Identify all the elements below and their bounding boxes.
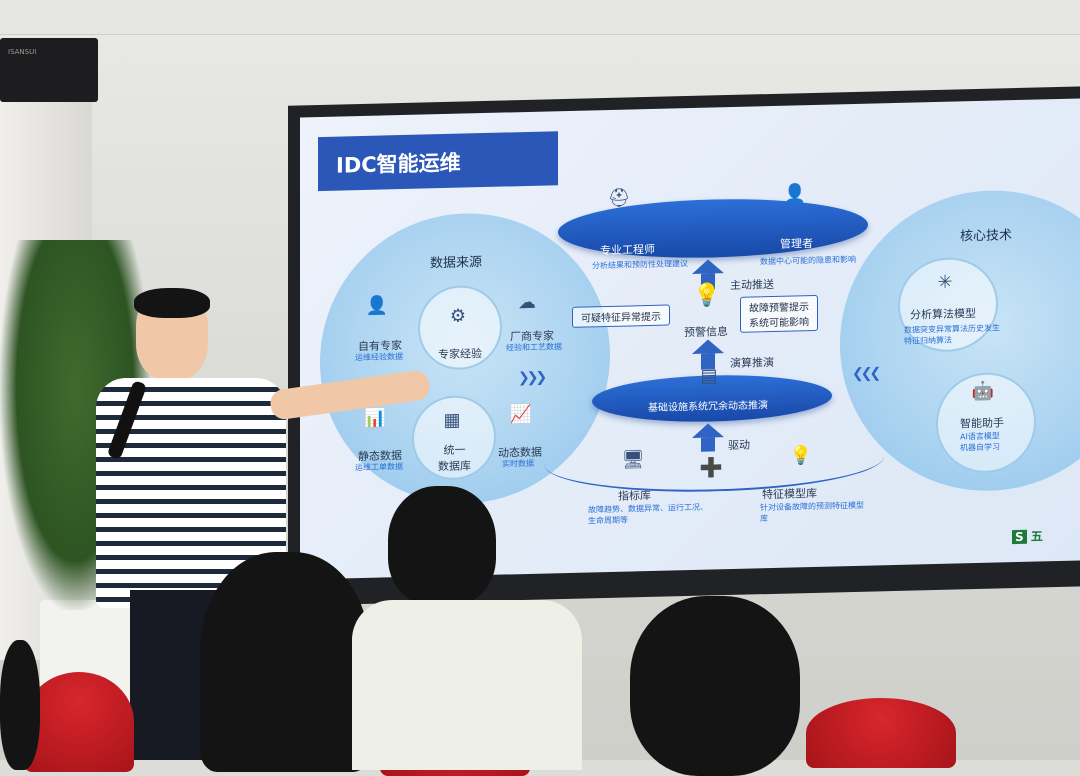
top-right-label: 管理者 [780,236,813,251]
source-sub-3: 运维工单数据 [355,462,403,473]
slide-title: IDC智能运维 [336,150,461,178]
arrow-up-icon [692,259,724,274]
tag-left: 可疑特征异常提示 [572,304,670,328]
manager-icon: 👤 [783,183,807,205]
data-sources-heading: 数据来源 [430,255,483,272]
chevron-right-icon: ❯❯❯ [518,369,545,387]
arrow-up-icon [692,339,724,354]
monitor-icon: 🖥 [621,449,645,471]
lightbulb-icon: 💡 [693,283,721,309]
mid-disc-label: 基础设施系统冗余动态推演 [648,400,768,415]
logo-text: 五 [1030,529,1043,544]
network-icon: ✳ [937,271,953,293]
audience-head [0,640,40,770]
infer-label: 演算推演 [730,355,774,371]
feature-sub: 针对设备故障的预测特征模型库 [760,500,864,524]
source-label-4: 统一 数据库 [438,443,471,474]
audience-seat [24,672,134,772]
bulb-gear-icon: 💡 [789,445,813,467]
indicator-label: 指标库 [618,488,651,503]
line-chart-icon: 📈 [509,403,533,426]
push-label: 主动推送 [730,277,774,293]
plus-icon: ✚ [699,451,723,485]
person-icon: 👤 [365,295,389,317]
expert-ring-icon: ⚙ [449,305,467,327]
audience-head [388,486,496,606]
assistant-label: 智能助手 [960,416,1004,431]
algo-sub: 数据突变异常算法历史发生特征归纳算法 [904,323,1000,346]
audience-head [630,596,800,776]
engineer-icon: ⛑ [607,187,631,210]
assistant-sub: AI语言模型 机器自学习 [960,431,1000,453]
cloud-doc-icon: ☁ [518,291,536,314]
feature-label: 特征模型库 [762,486,817,502]
source-sub-5: 实时数据 [502,458,534,469]
server-icon: ▤ [700,365,718,387]
database-icon: ▦ [443,409,461,432]
bar-chart-icon: 📊 [363,407,387,429]
ceiling [0,0,1080,35]
audience-shirt [352,600,582,770]
source-sub-0: 运维经验数据 [355,352,403,363]
wall-speaker [0,38,98,102]
chevron-left-icon: ❮❮❮ [852,365,879,383]
robot-icon: 🤖 [971,380,995,403]
indicator-sub: 故障趋势、数据异常、运行工况、生命周期等 [588,502,708,526]
audience-seat [806,698,956,768]
source-sub-2: 经验和工艺数据 [506,342,562,353]
tag-right: 故障预警提示 系统可能影响 [740,294,818,333]
speaker-brand: ISANSUI [8,48,37,56]
logo-mark-icon: S [1012,529,1027,545]
algo-label: 分析算法模型 [910,307,976,322]
top-left-label: 专业工程师 [600,242,655,258]
slide-logo: S 五 [1012,527,1043,545]
top-right-sub: 数据中心可能的隐患和影响 [760,254,856,267]
presenter-hair [134,288,210,318]
warning-label: 预警信息 [684,325,728,340]
top-left-sub: 分析结果和预防性处理建议 [592,259,688,271]
core-tech-heading: 核心技术 [960,228,1013,245]
source-label-1: 专家经验 [438,347,482,362]
audience-head-woman [200,552,370,772]
